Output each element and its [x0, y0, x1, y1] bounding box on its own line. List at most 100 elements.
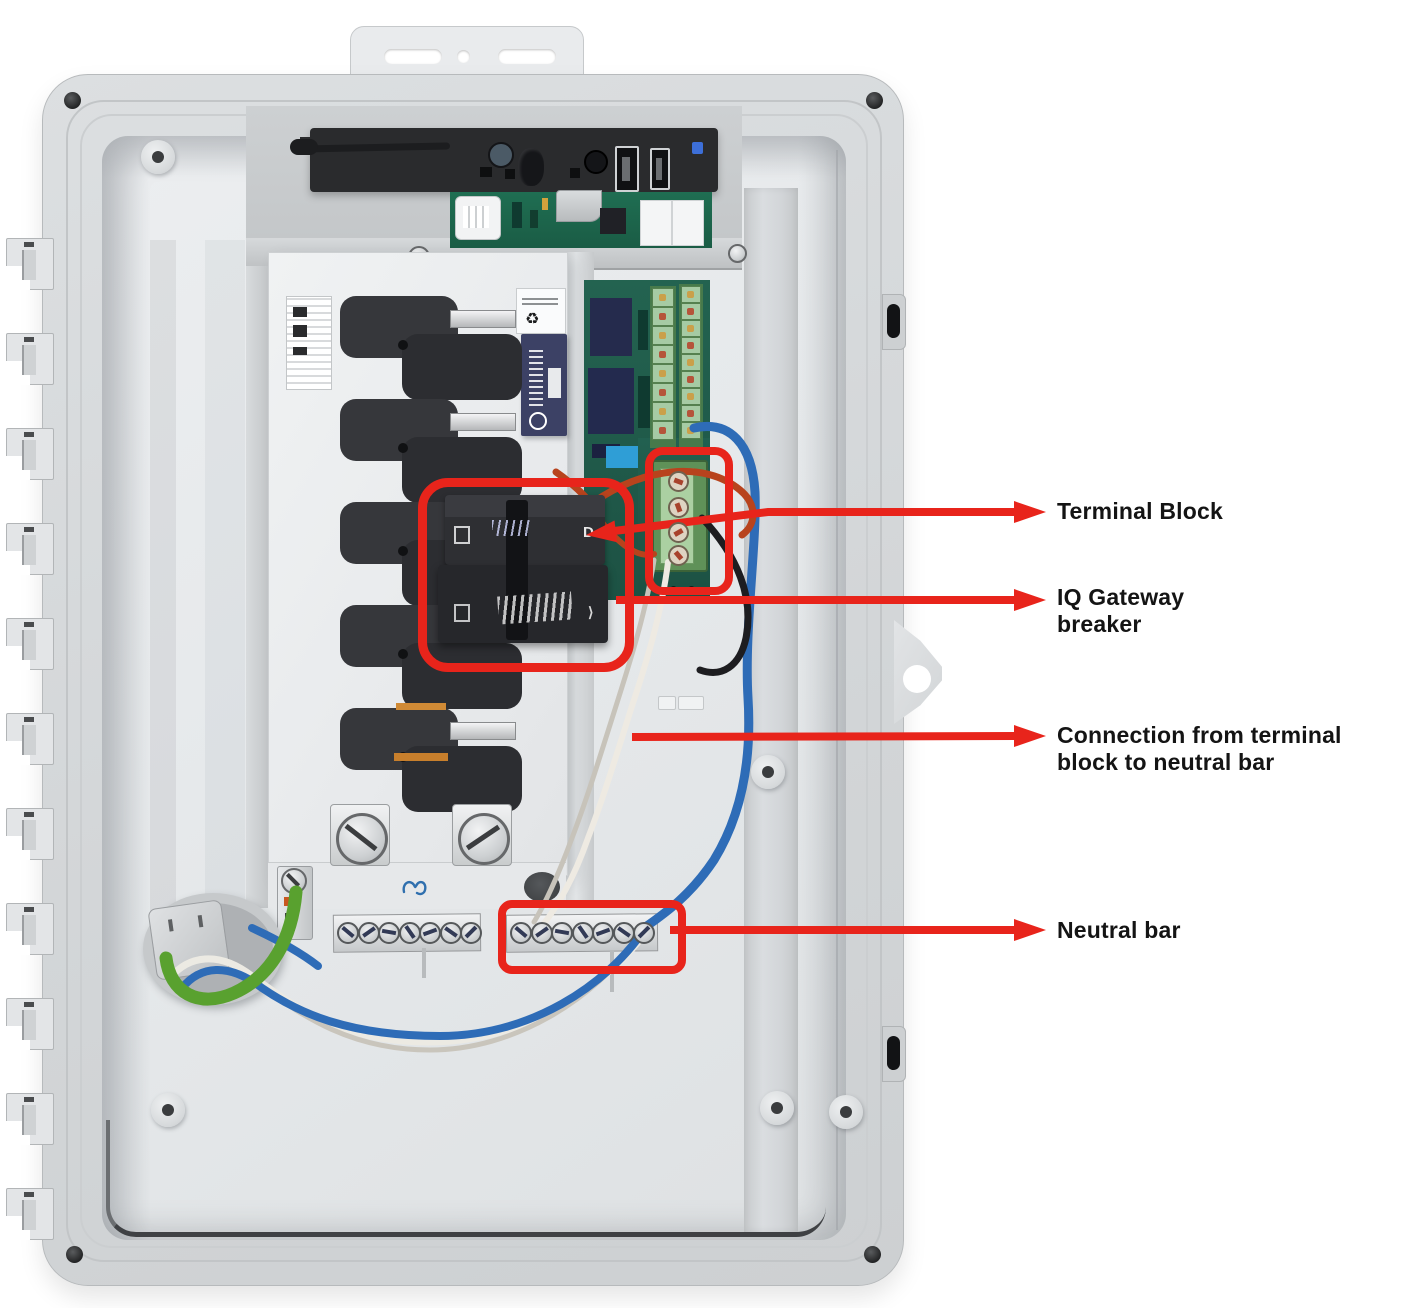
- iq-gateway-breaker-highlight: [418, 478, 634, 672]
- neutral-screw-slot: [554, 928, 570, 936]
- neutral-screw: [551, 922, 573, 944]
- terminal-cell-contact: [659, 407, 666, 415]
- breaker-marking: [454, 604, 470, 622]
- neutral-screw: [633, 922, 655, 944]
- terminal-cell: [652, 326, 674, 345]
- busbar-screw: [398, 340, 408, 350]
- neutral-screw-slot: [443, 926, 458, 938]
- terminal-cell: [681, 354, 701, 371]
- pcb-component: [638, 376, 650, 428]
- neutral-screw-slot: [595, 927, 611, 937]
- neutral-bar-highlight: [498, 900, 686, 974]
- terminal-strip: [650, 286, 676, 448]
- terminal-cell-contact: [659, 350, 666, 358]
- neutral-screw-slot: [341, 925, 355, 939]
- usb-tongue: [656, 158, 662, 180]
- can-sticker: [463, 206, 489, 228]
- connection-label: Connection from terminal block to neutra…: [1057, 722, 1342, 775]
- label-logo-ring: [529, 412, 547, 430]
- screw-slot: [285, 872, 301, 888]
- neutral-screw-slot: [576, 925, 589, 939]
- hinge-knuckle-slot: [22, 440, 36, 470]
- terminal-cell-contact: [687, 341, 694, 349]
- spec-label-left: [286, 296, 332, 390]
- pcb-component: [530, 210, 538, 228]
- mounting-slot: [384, 49, 442, 64]
- hinge-knuckle-pin: [24, 907, 34, 912]
- antenna-arm: [300, 137, 360, 147]
- fitting-pin: [197, 914, 204, 928]
- hinge-knuckle-slot: [22, 630, 36, 660]
- neutral-screw: [612, 922, 635, 944]
- ground-screw: [281, 868, 307, 894]
- breaker-marking: ⟩: [588, 604, 594, 620]
- connection-arrow-icon: [1014, 725, 1046, 747]
- terminal-cell-contact: [687, 290, 694, 298]
- neutral-screw: [337, 922, 359, 944]
- busbar-screw: [398, 443, 408, 453]
- terminal-cell-contact: [687, 307, 694, 315]
- panel-hole: [524, 872, 560, 902]
- neutral-screw: [460, 922, 482, 944]
- terminal-cell: [681, 337, 701, 354]
- round-port: [488, 142, 514, 168]
- terminal-strip: [679, 284, 703, 450]
- floor-seam: [836, 150, 838, 1230]
- screw-boss: [829, 1095, 863, 1129]
- terminal-cell-contact: [687, 375, 694, 383]
- neutral-screw-slot: [637, 925, 651, 939]
- terminal-screw: [668, 471, 689, 492]
- reflection-band: [205, 240, 245, 940]
- breaker-marking: [454, 526, 470, 544]
- terminal-cell-contact: [659, 312, 666, 320]
- hinge-knuckle-pin: [24, 1002, 34, 1007]
- usb-port: [650, 148, 670, 190]
- terminal-cell-contact: [659, 293, 666, 301]
- ratings-label-navy: [521, 334, 567, 436]
- hinge-knuckle-slot: [22, 1200, 36, 1230]
- ic-chip: [590, 298, 632, 356]
- neutral-screw: [419, 922, 441, 944]
- cable-channel: [744, 188, 798, 1232]
- label-window: [548, 368, 561, 398]
- terminal-cell-contact: [687, 409, 694, 417]
- terminal-cell: [652, 307, 674, 326]
- terminal-cell: [652, 345, 674, 364]
- terminal-cell-contact: [687, 392, 694, 400]
- copper-contact: [396, 703, 446, 710]
- hinge-knuckle-pin: [24, 1097, 34, 1102]
- channel-tab: [678, 696, 704, 710]
- neutral-screw: [439, 922, 462, 944]
- hinge-knuckle-slot: [22, 250, 36, 280]
- spec-label-top: ♻: [516, 288, 566, 334]
- hinge-knuckle-slot: [22, 915, 36, 945]
- bracket-slot: [285, 913, 295, 931]
- cutout: [570, 168, 580, 178]
- ic-chip: [588, 368, 634, 434]
- certification-mark: ♻: [525, 309, 540, 328]
- hinge-knuckle-slot: [22, 345, 36, 375]
- terminal-cell-contact: [687, 426, 694, 434]
- terminal-cell: [681, 320, 701, 337]
- barcode-mark: [293, 347, 307, 355]
- usb-port: [615, 146, 639, 192]
- terminal-cell: [681, 388, 701, 405]
- neutral-screw: [592, 922, 614, 944]
- screw-boss: [760, 1091, 794, 1125]
- copper-contact: [394, 753, 448, 761]
- screw-boss: [751, 755, 785, 789]
- terminal-screw-slot: [674, 502, 683, 513]
- neutral-screw-slot: [616, 926, 631, 938]
- panel-pin: [422, 948, 426, 978]
- neutral-screw: [378, 922, 400, 944]
- neutral-screw: [571, 922, 594, 944]
- neutral-screw-slot: [464, 925, 478, 939]
- pcb-component: [638, 310, 648, 350]
- terminal-cell: [681, 405, 701, 422]
- bracket-screw: [728, 244, 747, 263]
- terminal-block-label: Terminal Block: [1057, 498, 1223, 524]
- iq-gateway-breaker: D ⟩: [428, 492, 614, 654]
- terminal-screw: [668, 522, 689, 543]
- corner-screw: [66, 1246, 83, 1263]
- neutral-bar-label: Neutral bar: [1057, 917, 1181, 943]
